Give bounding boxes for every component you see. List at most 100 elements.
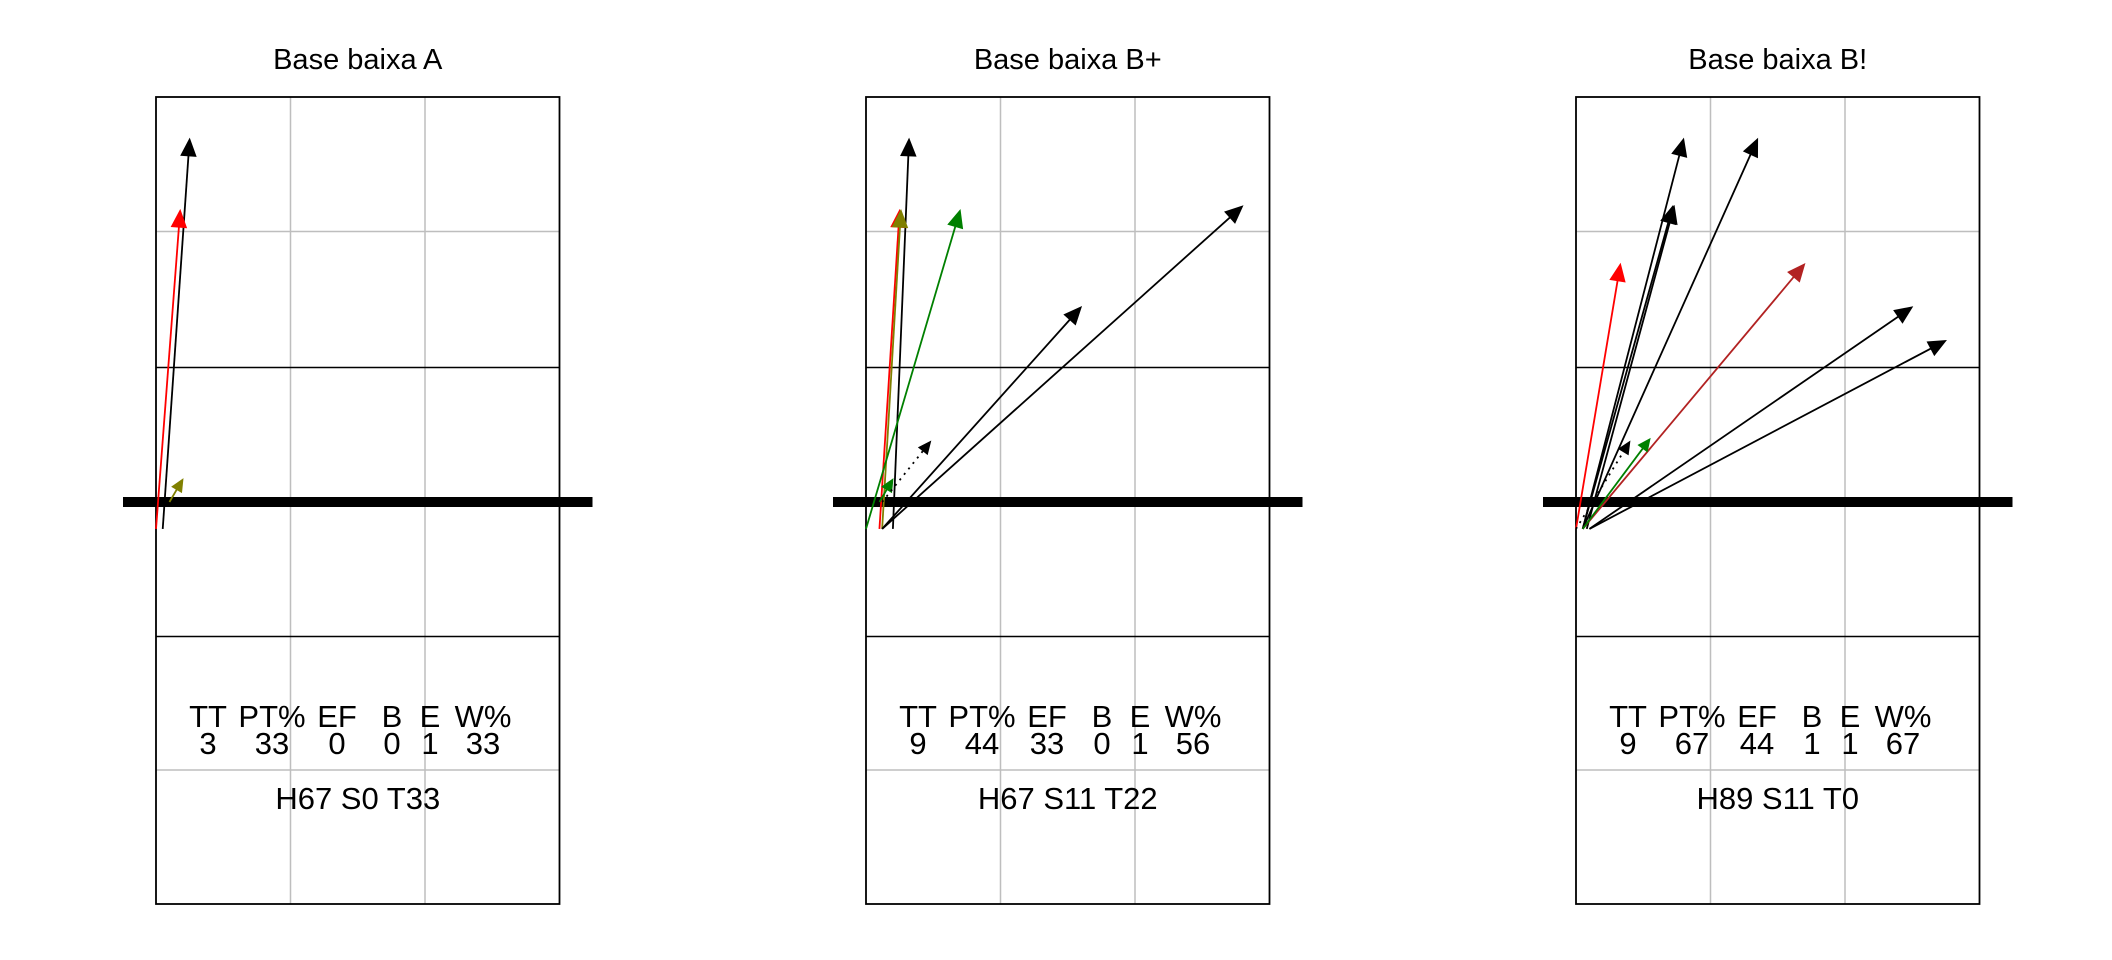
trajectory-arrow — [1589, 340, 1947, 530]
stats-header-e: E — [1840, 699, 1861, 734]
stats-value: 0 — [328, 726, 345, 761]
arrow-shaft — [1589, 347, 1932, 530]
stats-value: 67 — [1886, 726, 1920, 761]
arrow-shaft — [1581, 153, 1752, 530]
trajectory-arrow — [1575, 440, 1631, 530]
stats-value: 9 — [1619, 726, 1636, 761]
stats-header-w-pct: W% — [1875, 699, 1932, 734]
stats-header-tt: TT — [899, 699, 937, 734]
stats-value: 1 — [1841, 726, 1858, 761]
arrow-head — [900, 137, 917, 157]
stats-value: 33 — [1030, 726, 1064, 761]
trajectory-arrow — [878, 478, 894, 503]
arrow-head — [1787, 262, 1806, 283]
trajectory-arrow — [155, 208, 188, 529]
stats-header-ef: EF — [317, 699, 357, 734]
arrow-head — [881, 478, 894, 494]
stats-header-w-pct: W% — [1165, 699, 1222, 734]
panel-title: Base baixa A — [273, 44, 443, 76]
arrow-shaft — [865, 226, 957, 530]
arrow-head — [1893, 306, 1914, 324]
arrow-shaft — [1581, 155, 1681, 530]
stats-value: 1 — [1131, 726, 1148, 761]
arrow-head — [1661, 204, 1678, 226]
arrow-shaft — [892, 155, 910, 529]
summary-text: H67 S11 T22 — [978, 781, 1158, 816]
trajectory-arrow — [1575, 262, 1626, 530]
stats-value: 44 — [965, 726, 999, 761]
trajectory-arrow — [881, 205, 1244, 530]
arrow-head — [1671, 137, 1688, 158]
trajectory-arrow — [1588, 306, 1914, 530]
trajectory-arrow — [161, 137, 197, 529]
arrow-head — [1926, 340, 1947, 357]
stats-value: 33 — [466, 726, 500, 761]
arrow-head — [170, 208, 188, 229]
trajectory-arrow — [881, 208, 909, 529]
stats-value: 9 — [909, 726, 926, 761]
stats-header-w-pct: W% — [455, 699, 512, 734]
stats-value: 1 — [1803, 726, 1820, 761]
stats-value: 1 — [421, 726, 438, 761]
arrow-head — [1609, 262, 1626, 283]
arrow-shaft — [1575, 280, 1619, 530]
stats-header-b: B — [1092, 699, 1113, 734]
stats-header-tt: TT — [1609, 699, 1647, 734]
panel-title: Base baixa B+ — [974, 44, 1162, 76]
stats-value: 33 — [255, 726, 289, 761]
arrow-shaft — [1575, 451, 1625, 530]
arrow-head — [891, 208, 909, 229]
trajectory-arrow — [1582, 437, 1651, 530]
stats-value: 3 — [199, 726, 216, 761]
summary-text: H67 S0 T33 — [275, 781, 440, 816]
trajectory-arrow — [892, 137, 917, 529]
trajectory-arrow — [1581, 137, 1759, 530]
arrow-shaft — [881, 450, 924, 503]
stats-header-ef: EF — [1027, 699, 1067, 734]
arrow-shaft — [1581, 222, 1670, 530]
arrow-head — [180, 137, 197, 157]
stats-value: 56 — [1176, 726, 1210, 761]
stats-header-e: E — [420, 699, 441, 734]
arrow-shaft — [161, 155, 190, 529]
arrow-shaft — [881, 319, 1071, 530]
stats-value: 0 — [383, 726, 400, 761]
stats-header-b: B — [382, 699, 403, 734]
arrow-shaft — [881, 227, 901, 529]
arrow-shaft — [1582, 276, 1795, 530]
arrow-shaft — [1585, 222, 1671, 530]
arrow-shaft — [155, 227, 180, 529]
trajectory-arrow — [1582, 262, 1806, 530]
arrow-shaft — [168, 489, 178, 503]
arrow-head — [1742, 137, 1759, 159]
panel-title: Base baixa B! — [1688, 44, 1867, 76]
arrow-head — [1637, 437, 1651, 453]
summary-text: H89 S11 T0 — [1696, 781, 1859, 816]
arrow-shaft — [881, 216, 1231, 530]
trajectory-arrow — [881, 306, 1083, 530]
stats-value: 67 — [1675, 726, 1709, 761]
arrow-head — [947, 208, 964, 230]
stats-header-tt: TT — [189, 699, 227, 734]
trajectory-arrow — [881, 440, 932, 503]
stats-value: 44 — [1740, 726, 1774, 761]
trajectory-arrow — [168, 478, 184, 503]
arrow-shaft — [878, 227, 900, 529]
stats-header-pt-pct: PT% — [1658, 699, 1725, 734]
trajectory-arrow — [865, 208, 964, 530]
arrow-shaft — [878, 489, 888, 503]
stats-value: 0 — [1093, 726, 1110, 761]
stats-header-e: E — [1130, 699, 1151, 734]
stats-header-ef: EF — [1737, 699, 1777, 734]
arrow-head — [1617, 440, 1631, 456]
stats-header-pt-pct: PT% — [238, 699, 305, 734]
arrow-head — [917, 440, 932, 456]
arrow-shaft — [1588, 315, 1899, 530]
arrow-head — [1224, 205, 1244, 224]
arrow-head — [1063, 306, 1083, 326]
